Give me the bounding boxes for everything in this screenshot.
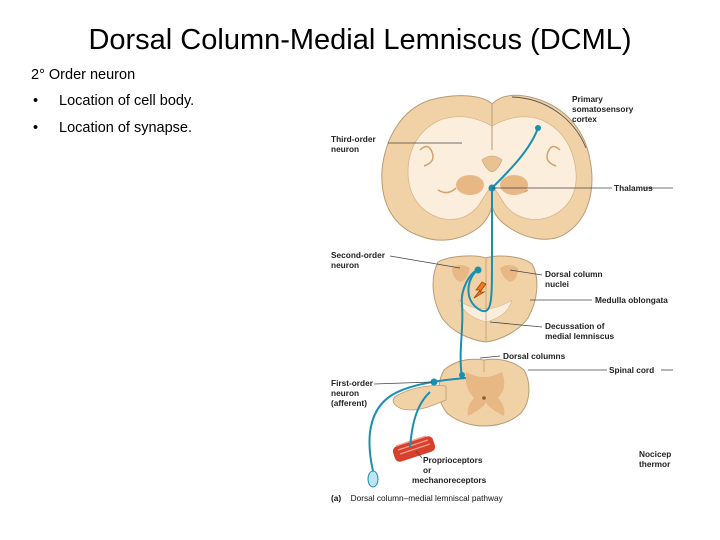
dorsal-root-ganglion [392, 385, 447, 411]
spinal-cord-section [438, 358, 530, 427]
slide-subtitle: 2° Order neuron [31, 67, 136, 83]
highlight-arrow-icon [473, 281, 487, 299]
label-first-order-neuron: First-order neuron (afferent) [331, 378, 375, 408]
sensory-receptor-ending [367, 470, 379, 488]
neuron-pathway [368, 127, 539, 472]
label-receptors: Proprioceptors or mechanoreceptors [412, 455, 487, 485]
label-thalamus: Thalamus [614, 183, 653, 193]
label-spinal-cord: Spinal cord [609, 365, 654, 375]
bullet-list: • Location of cell body. • Location of s… [31, 92, 194, 146]
label-primary-cortex: Primary somatosensory cortex [572, 94, 636, 124]
dcml-pathway-figure: Primary somatosensory cortex Third-order… [331, 94, 674, 505]
medulla-section [432, 255, 538, 343]
label-dorsal-columns: Dorsal columns [503, 351, 566, 361]
bullet-marker: • [33, 120, 39, 136]
bullet-text: Location of cell body. [59, 93, 195, 109]
bullet-item: • Location of cell body. [31, 92, 194, 110]
figure-caption: (a) Dorsal column–medial lemniscal pathw… [331, 488, 504, 505]
bullet-marker: • [33, 93, 39, 109]
label-decussation: Decussation of medial lemniscus [545, 321, 615, 341]
label-second-order-neuron: Second-order neuron [331, 250, 387, 270]
bullet-text: Location of synapse. [59, 120, 193, 136]
cortex-bracket [511, 96, 587, 149]
slide-title: Dorsal Column-Medial Lemniscus (DCML) [88, 24, 632, 56]
leader-lines [373, 142, 673, 459]
bullet-item: • Location of synapse. [31, 119, 194, 137]
brain-section [381, 94, 593, 241]
label-medulla-oblongata: Medulla oblongata [595, 295, 668, 305]
label-third-order-neuron: Third-order neuron [331, 134, 378, 154]
label-nociceptors-cut-off: Nocicep thermor [639, 449, 674, 469]
label-dorsal-column-nuclei: Dorsal column nuclei [545, 269, 605, 289]
